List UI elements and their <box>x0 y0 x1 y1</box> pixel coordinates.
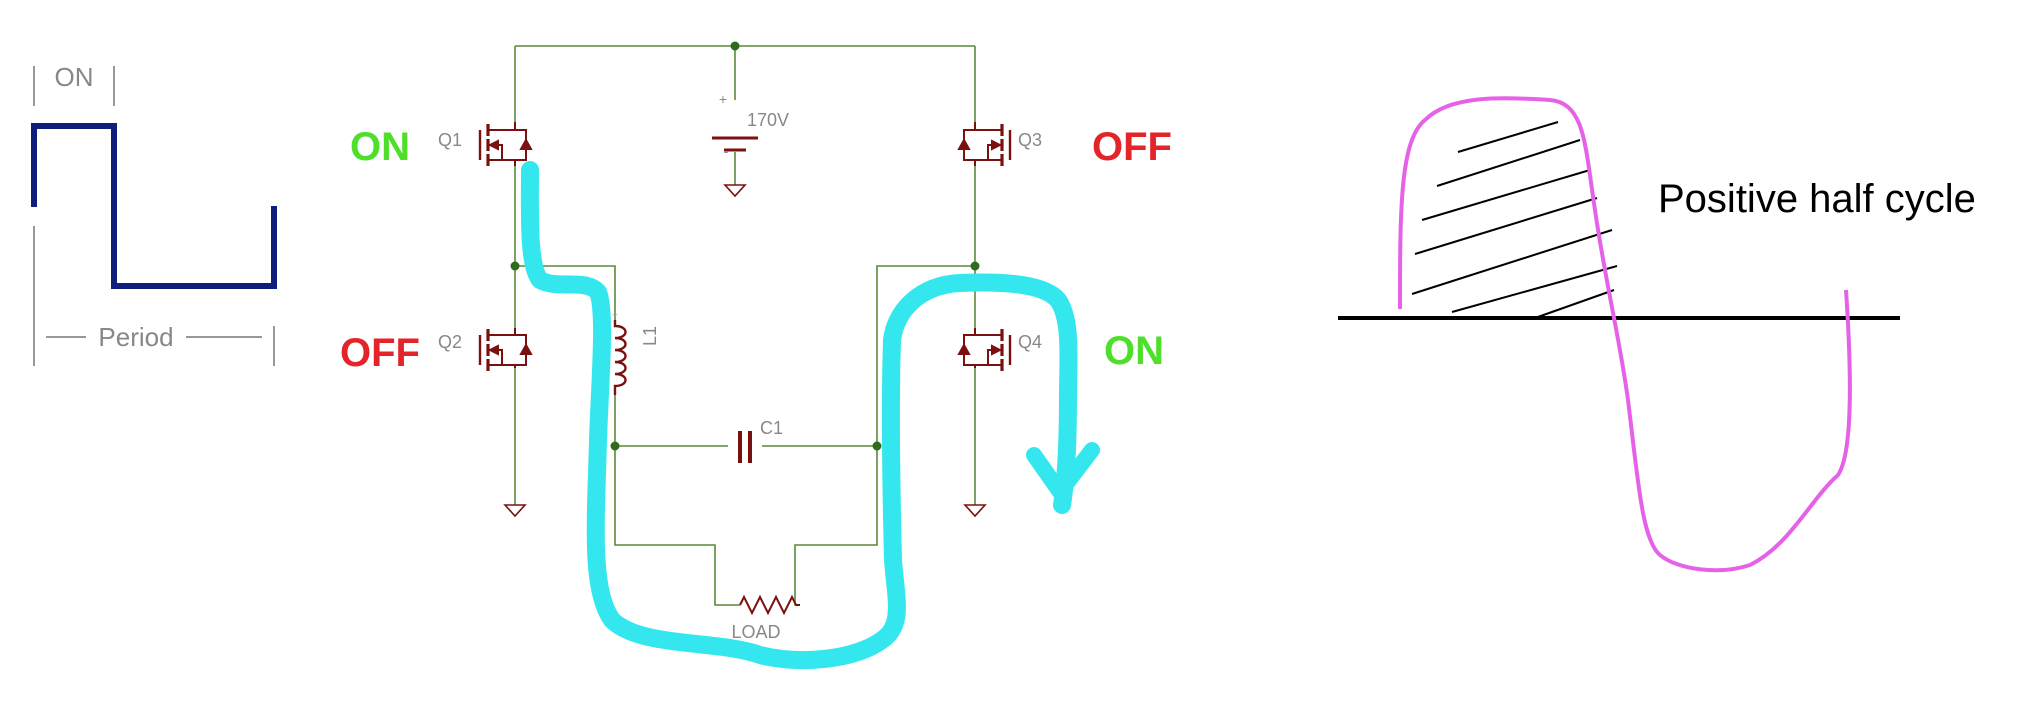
inductor-icon <box>613 320 627 395</box>
q2-state-label: OFF <box>340 331 420 375</box>
junction-cap-right <box>872 441 882 451</box>
supply-voltage-label: 170V <box>747 110 789 130</box>
current-flow-path <box>520 161 1100 669</box>
resistor-icon <box>739 594 800 616</box>
mosfet-q4-icon <box>957 328 1012 371</box>
svg-text:+: + <box>612 310 617 320</box>
q3-state-label: OFF <box>1092 125 1172 169</box>
capacitor-label: C1 <box>760 418 783 438</box>
pulse-on-label: ON <box>55 62 94 92</box>
pulse-diagram: ON Period <box>31 62 277 366</box>
junction-left <box>510 261 520 271</box>
junction-top <box>730 41 740 51</box>
circuit-wires <box>514 45 976 606</box>
junction-cap-left <box>610 441 620 451</box>
ground-icon-right <box>963 504 987 518</box>
inductor-bottom-wire <box>614 395 740 606</box>
inductor-top-wire <box>515 265 616 320</box>
supply-plus-label: + <box>719 91 727 107</box>
q4-state-label: ON <box>1104 329 1164 373</box>
load-label: LOAD <box>731 622 780 642</box>
positive-half-hatching <box>1411 121 1618 319</box>
mosfet-q2-icon <box>478 328 533 371</box>
sine-wave-curve <box>1398 96 1852 573</box>
ground-icon-supply <box>723 184 747 198</box>
waveform-caption: Positive half cycle <box>1658 177 1976 221</box>
ground-icon-left <box>503 504 527 518</box>
battery-icon: + - 170V <box>712 91 789 159</box>
supply-minus-label: - <box>724 143 729 159</box>
mosfet-q1-icon <box>478 122 533 166</box>
junction-right <box>970 261 980 271</box>
q1-state-label: ON <box>350 125 410 169</box>
capacitor-icon <box>738 431 752 463</box>
q4-label: Q4 <box>1018 332 1042 352</box>
q3-label: Q3 <box>1018 130 1042 150</box>
pulse-waveform <box>31 123 277 289</box>
q2-label: Q2 <box>438 332 462 352</box>
mosfet-q3-icon <box>957 122 1012 166</box>
inductor-label: L1 <box>640 326 660 346</box>
period-label: Period <box>98 322 173 352</box>
q1-label: Q1 <box>438 130 462 150</box>
junction-dots <box>510 41 980 451</box>
sine-sketch: Positive half cycle <box>1338 96 1976 573</box>
